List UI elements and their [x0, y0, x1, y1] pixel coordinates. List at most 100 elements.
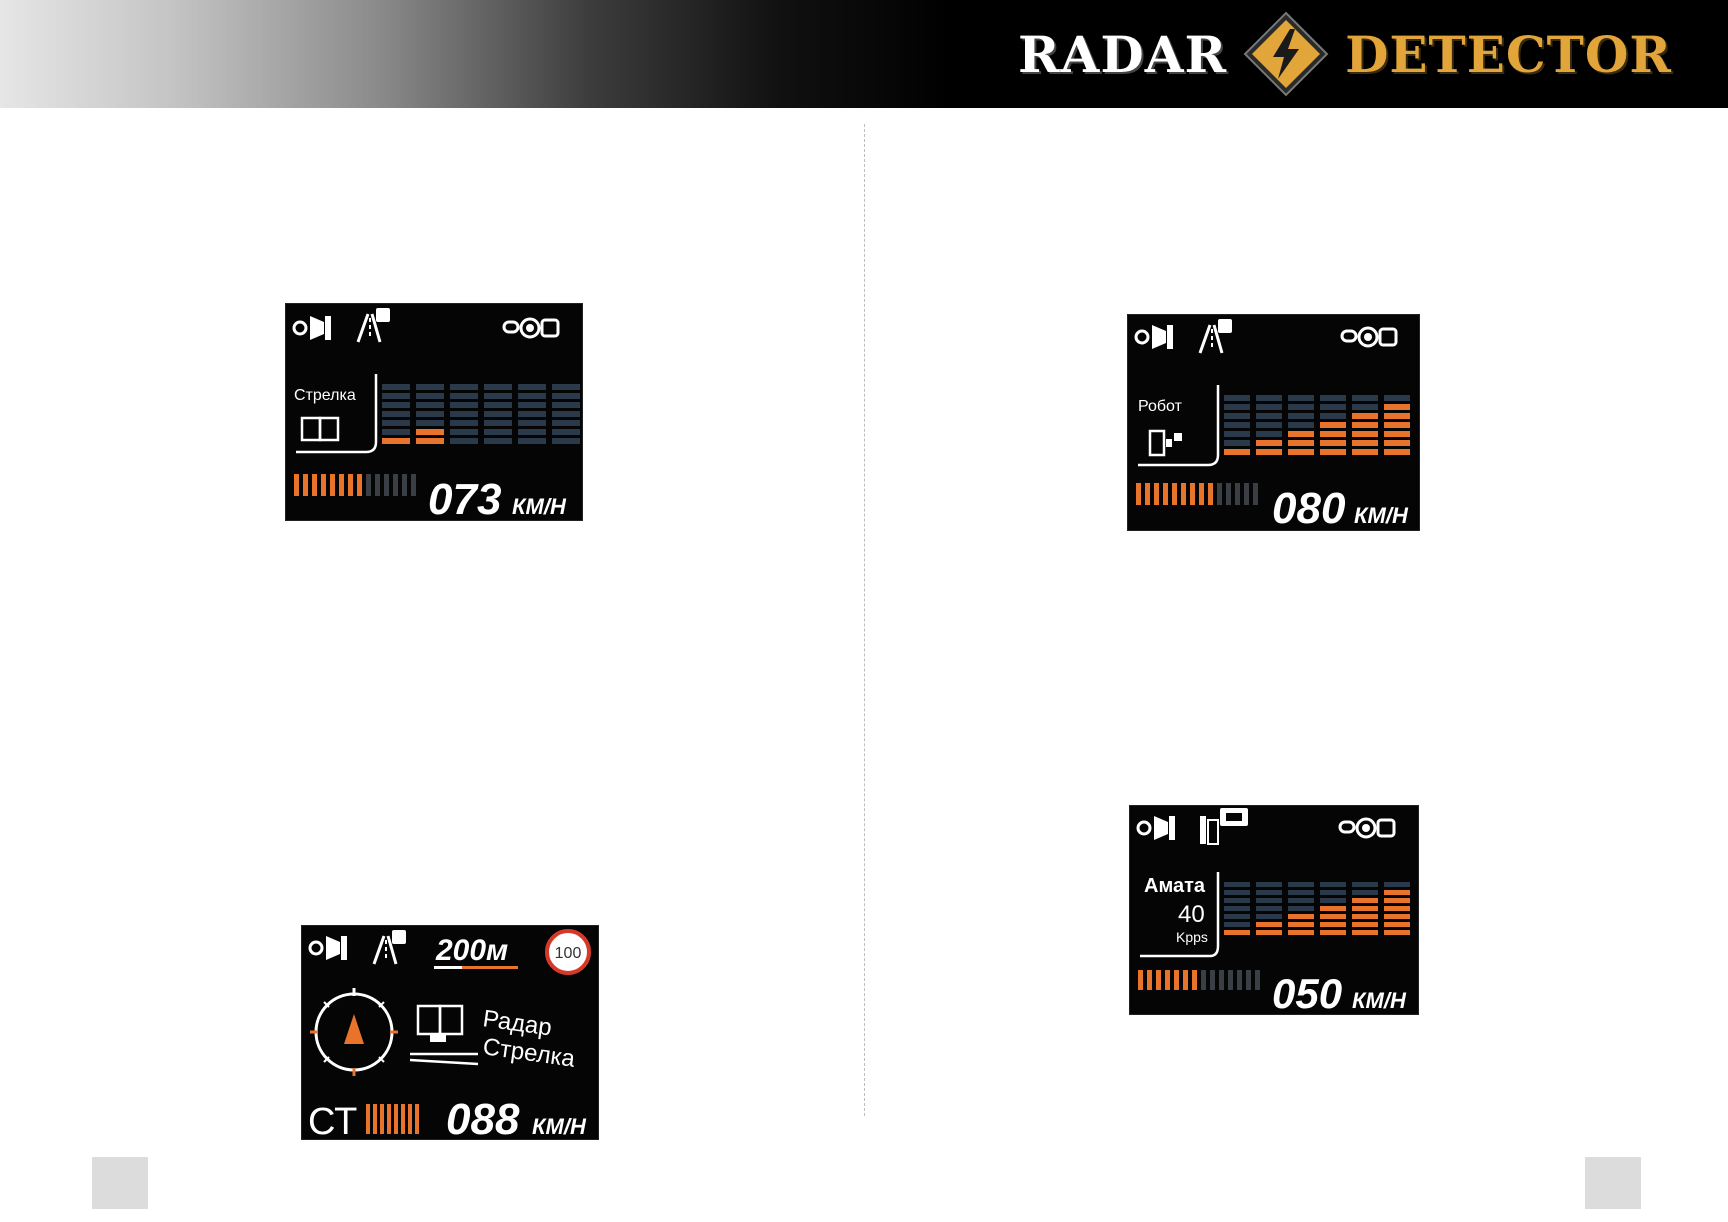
strength-segment	[1228, 970, 1233, 990]
signal-bar-segment	[1384, 431, 1410, 437]
signal-bar-segment	[1384, 422, 1410, 428]
signal-bar-segment	[1352, 930, 1378, 935]
brand-word-radar: RADAR	[1018, 24, 1228, 84]
label-bracket	[296, 374, 378, 454]
signal-bar-segment	[1384, 914, 1410, 919]
signal-bar-segment	[1288, 395, 1314, 401]
signal-bar-segment	[1288, 404, 1314, 410]
strength-segment	[1172, 483, 1177, 505]
speed-limit-sign: 100	[545, 929, 591, 975]
speed-value: 080	[1272, 484, 1346, 530]
signal-bar-segment	[1384, 922, 1410, 927]
strength-segment	[1138, 970, 1143, 990]
signal-bar-segment	[1256, 906, 1282, 911]
signal-bar-segment	[1224, 449, 1250, 455]
signal-bar-segment	[450, 429, 478, 435]
label-bracket	[1140, 872, 1220, 958]
strength-segment	[1226, 483, 1231, 505]
signal-bar-segment	[416, 420, 444, 426]
signal-bar-segment	[1352, 395, 1378, 401]
signal-bar-segment	[382, 438, 410, 444]
signal-bar-segment	[1352, 413, 1378, 419]
signal-bar-segment	[450, 420, 478, 426]
brand-logo: RADAR DETECTOR	[1018, 11, 1672, 97]
signal-bar-segment	[382, 411, 410, 417]
signal-bar-segment	[1288, 890, 1314, 895]
signal-bar-segment	[1320, 906, 1346, 911]
signal-bar-segment	[1256, 413, 1282, 419]
signal-bar-segment	[416, 438, 444, 444]
signal-bar-segment	[1384, 413, 1410, 419]
signal-bar-segment	[484, 438, 512, 444]
signal-bar-segment	[416, 402, 444, 408]
radar-frequency-value: 40	[1178, 901, 1205, 928]
code-label: СТ	[308, 1101, 357, 1139]
strength-segment	[1244, 483, 1249, 505]
radar-type-label: Робот	[1138, 398, 1183, 415]
signal-bar-segment	[1288, 882, 1314, 887]
detector-screen-3: 200м 100 Радар Стрелка	[302, 926, 598, 1139]
strength-segment	[1181, 483, 1186, 505]
signal-bar-segment	[1352, 431, 1378, 437]
signal-bar-segment	[1256, 404, 1282, 410]
signal-bar-segment	[1320, 890, 1346, 895]
strength-segment	[1165, 970, 1170, 990]
strength-segment	[1174, 970, 1179, 990]
strength-segment	[1192, 970, 1197, 990]
signal-bar-segment	[1256, 882, 1282, 887]
strength-segment	[1219, 970, 1224, 990]
strength-segment	[1253, 483, 1258, 505]
signal-bar-segment	[382, 429, 410, 435]
signal-bar-segment	[552, 402, 580, 408]
road-icon	[356, 308, 390, 343]
radar-frequency-unit: Kpps	[1176, 929, 1208, 945]
signal-bar-segment	[1320, 930, 1346, 935]
signal-bars	[382, 384, 580, 444]
strength-segment	[1199, 483, 1204, 505]
signal-bar-segment	[1320, 440, 1346, 446]
signal-bar-segment	[1288, 906, 1314, 911]
camera-icon	[308, 936, 347, 960]
page-number-box-left	[92, 1157, 148, 1209]
strength-segment	[321, 474, 326, 496]
signal-bar-segment	[518, 420, 546, 426]
signal-bar-segment	[1320, 431, 1346, 437]
speed-value: 050	[1272, 970, 1342, 1014]
strength-segment	[330, 474, 335, 496]
strength-segment	[1235, 483, 1240, 505]
radar-type-label: Стрелка	[294, 387, 356, 404]
signal-bar-segment	[1224, 914, 1250, 919]
radar-sensor-icon	[1340, 326, 1398, 348]
signal-bar-segment	[1384, 440, 1410, 446]
strength-segment	[1208, 483, 1213, 505]
signal-bar-segment	[1384, 395, 1410, 401]
distance-progress	[462, 966, 518, 969]
signal-bar-segment	[1320, 914, 1346, 919]
detector-screen-1: Стрелка 073 КМ/Н	[286, 304, 582, 520]
signal-bar-segment	[382, 393, 410, 399]
signal-bar-segment	[1288, 440, 1314, 446]
signal-bar-segment	[484, 384, 512, 390]
signal-bar-segment	[1384, 404, 1410, 410]
signal-bar-segment	[1224, 395, 1250, 401]
signal-bar-segment	[518, 429, 546, 435]
strength-segment	[1145, 483, 1150, 505]
camera-post-icon	[1200, 808, 1248, 845]
signal-bar-segment	[552, 438, 580, 444]
signal-bar-segment	[1384, 890, 1410, 895]
signal-bar-segment	[1320, 404, 1346, 410]
signal-bar-segment	[552, 411, 580, 417]
signal-bar-segment	[1288, 431, 1314, 437]
signal-strength-bar	[1136, 483, 1258, 505]
strength-segment	[1217, 483, 1222, 505]
signal-bar-segment	[1288, 922, 1314, 927]
signal-bar-segment	[518, 411, 546, 417]
strength-segment	[339, 474, 344, 496]
signal-bar-segment	[1352, 898, 1378, 903]
road-icon	[372, 930, 406, 965]
strength-segment	[1136, 483, 1141, 505]
signal-bar-segment	[450, 393, 478, 399]
signal-bar-segment	[1224, 882, 1250, 887]
signal-bar-segment	[552, 420, 580, 426]
signal-strength-bar	[366, 1104, 419, 1134]
